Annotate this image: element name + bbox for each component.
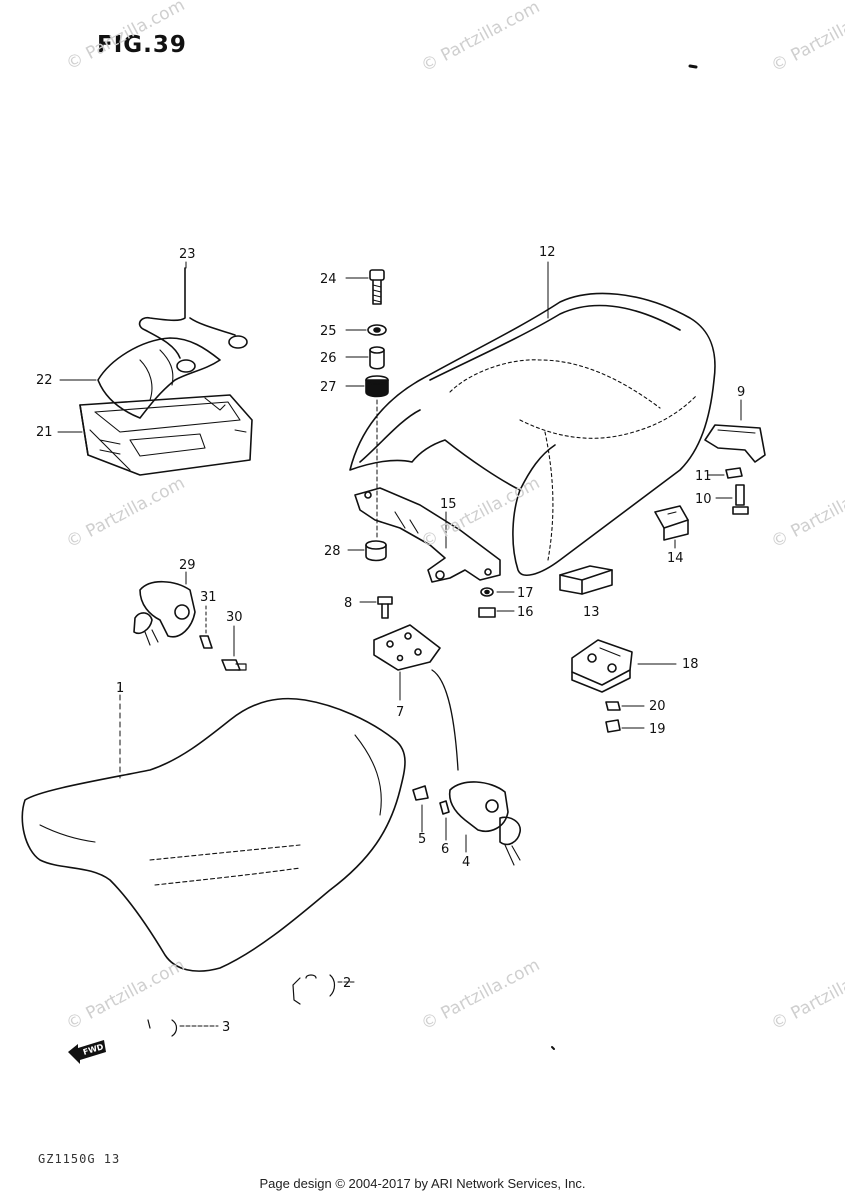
striker-part-18[interactable] — [571, 639, 633, 693]
stray-mark — [688, 64, 698, 69]
nut-part-17[interactable] — [480, 587, 494, 597]
washer-part-11[interactable] — [725, 467, 743, 479]
callout-8[interactable]: 8 — [344, 596, 352, 611]
clip-part-2[interactable] — [292, 974, 336, 1005]
seat-lock-part-4[interactable] — [448, 781, 521, 866]
bolt-part-8[interactable] — [377, 596, 393, 619]
cushion-part-27[interactable] — [365, 375, 389, 398]
callout-27[interactable]: 27 — [320, 380, 337, 395]
stray-dot — [551, 1046, 555, 1050]
callout-17[interactable]: 17 — [517, 586, 534, 601]
callout-5[interactable]: 5 — [418, 832, 426, 847]
bolt-part-10[interactable] — [732, 484, 749, 515]
callout-21[interactable]: 21 — [36, 425, 53, 440]
nut-part-20[interactable] — [605, 701, 621, 711]
watermark: © Partzilla.com — [418, 955, 543, 1034]
callout-7[interactable]: 7 — [396, 705, 404, 720]
callout-22[interactable]: 22 — [36, 373, 53, 388]
washer-part-6[interactable] — [439, 800, 450, 815]
callout-13[interactable]: 13 — [583, 605, 600, 620]
collar-part-26[interactable] — [369, 346, 385, 370]
watermark: © Partzilla.com — [418, 473, 543, 552]
callout-11[interactable]: 11 — [695, 469, 712, 484]
callout-3[interactable]: 3 — [222, 1020, 230, 1035]
washer-part-25[interactable] — [367, 324, 387, 336]
watermark: © Partzilla.com — [63, 955, 188, 1034]
footer-copyright: Page design © 2004-2017 by ARI Network S… — [259, 1176, 586, 1191]
callout-23[interactable]: 23 — [179, 247, 196, 262]
tool-tray-part-21[interactable] — [79, 394, 253, 476]
callout-labels: 1 2 3 4 5 6 7 8 9 10 11 12 13 14 15 16 1… — [36, 245, 745, 1035]
callout-1[interactable]: 1 — [116, 681, 124, 696]
front-seat-part-1[interactable] — [21, 697, 406, 972]
helmet-hook-part-9[interactable] — [704, 424, 766, 463]
rear-seat-part-12[interactable] — [349, 292, 716, 576]
forward-arrow-icon: FWD — [68, 1040, 106, 1064]
strap-part-23[interactable] — [138, 267, 248, 373]
callout-6[interactable]: 6 — [441, 842, 449, 857]
washer-part-31[interactable] — [199, 635, 213, 649]
watermark: © Partzilla.com — [768, 955, 845, 1034]
leader-lines — [57, 261, 742, 1027]
callout-26[interactable]: 26 — [320, 351, 337, 366]
callout-19[interactable]: 19 — [649, 722, 666, 737]
callout-14[interactable]: 14 — [667, 551, 684, 566]
cushion-part-28[interactable] — [365, 540, 387, 562]
callout-9[interactable]: 9 — [737, 385, 745, 400]
callout-2[interactable]: 2 — [343, 976, 351, 991]
diagram-code: GZ1150G 13 — [38, 1152, 121, 1166]
clip-part-3[interactable] — [147, 1019, 178, 1037]
watermarks: © Partzilla.com © Partzilla.com © Partzi… — [63, 0, 845, 1034]
lock-plate-part-7[interactable] — [373, 624, 459, 771]
callout-4[interactable]: 4 — [462, 855, 470, 870]
callout-28[interactable]: 28 — [324, 544, 341, 559]
callout-29[interactable]: 29 — [179, 558, 196, 573]
callout-12[interactable]: 12 — [539, 245, 556, 260]
nut-part-16[interactable] — [478, 607, 496, 618]
callout-10[interactable]: 10 — [695, 492, 712, 507]
bolt-part-5[interactable] — [412, 785, 429, 801]
figure-title: FIG.39 — [97, 32, 187, 58]
watermark: © Partzilla.com — [768, 0, 845, 76]
callout-18[interactable]: 18 — [682, 657, 699, 672]
nut-part-19[interactable] — [605, 719, 621, 733]
helmet-lock-part-29[interactable] — [133, 580, 196, 646]
damper-part-14[interactable] — [654, 505, 689, 541]
callout-24[interactable]: 24 — [320, 272, 337, 287]
watermark: © Partzilla.com — [63, 0, 188, 74]
cushion-part-13[interactable] — [559, 565, 613, 595]
bolt-part-24[interactable] — [369, 269, 385, 305]
callout-15[interactable]: 15 — [440, 497, 457, 512]
screw-part-30[interactable] — [221, 659, 247, 671]
tool-bag-cover-part-22[interactable] — [97, 337, 221, 419]
callout-30[interactable]: 30 — [226, 610, 243, 625]
seat-bracket-part-15[interactable] — [354, 487, 501, 583]
callout-20[interactable]: 20 — [649, 699, 666, 714]
callout-16[interactable]: 16 — [517, 605, 534, 620]
callout-31[interactable]: 31 — [200, 590, 217, 605]
callout-25[interactable]: 25 — [320, 324, 337, 339]
watermark: © Partzilla.com — [418, 0, 543, 76]
watermark: © Partzilla.com — [63, 473, 188, 552]
watermark: © Partzilla.com — [768, 473, 845, 552]
